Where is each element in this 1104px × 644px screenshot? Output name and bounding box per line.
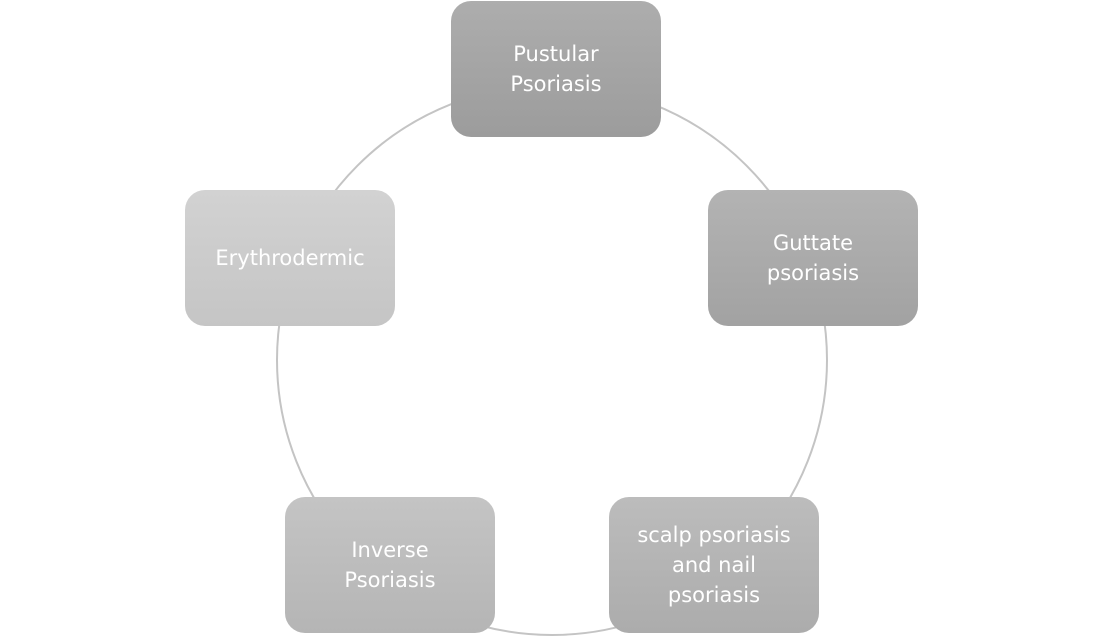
node-label: Erythrodermic — [215, 246, 365, 270]
node-label: Pustular Psoriasis — [510, 42, 602, 96]
node-label: Inverse Psoriasis — [344, 538, 436, 592]
cycle-node-erythrodermic: Erythrodermic — [185, 190, 395, 326]
cycle-node-guttate-psoriasis: Guttate psoriasis — [708, 190, 918, 326]
node-label: scalp psoriasis and nail psoriasis — [637, 523, 791, 607]
cycle-node-scalp-and-nail-psoriasis: scalp psoriasis and nail psoriasis — [609, 497, 819, 633]
cycle-node-pustular-psoriasis: Pustular Psoriasis — [451, 1, 661, 137]
node-label: Guttate psoriasis — [766, 231, 860, 285]
cycle-node-inverse-psoriasis: Inverse Psoriasis — [285, 497, 495, 633]
